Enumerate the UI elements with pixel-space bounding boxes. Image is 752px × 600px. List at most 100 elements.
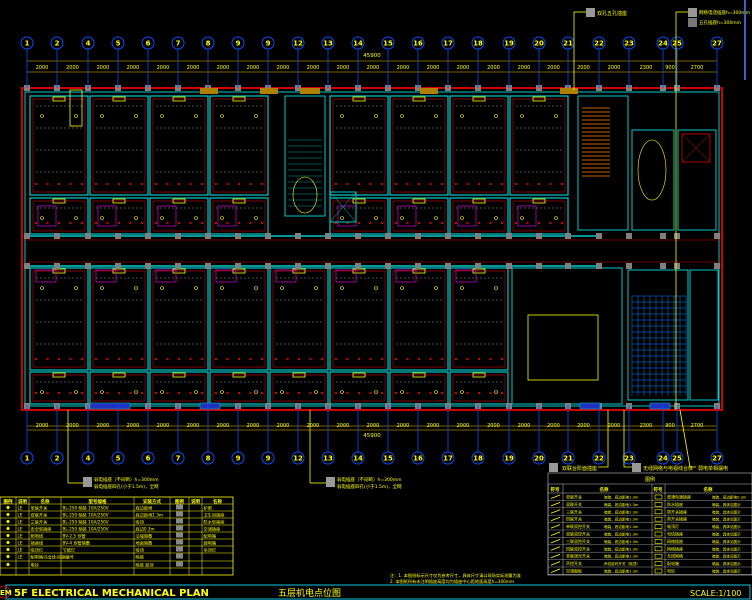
left-table-cell: 空调插座 (204, 526, 221, 533)
socket-mark (155, 358, 157, 360)
left-table-cell: 底边距地1.3m (136, 512, 164, 519)
right-table-desc: 暗装，底边距地0.3m (712, 495, 747, 500)
socket-mark (441, 358, 443, 360)
light-fixture (74, 390, 78, 394)
room-outline (212, 270, 266, 368)
axis-label: 2 (55, 40, 60, 48)
left-table-cell: 弱电箱 (204, 540, 217, 547)
right-table-header: 名称 (704, 486, 713, 493)
legend-symbol-icon (6, 513, 10, 516)
light-fixture (374, 286, 378, 290)
structural-column (674, 263, 680, 269)
socket-mark (155, 222, 157, 224)
window (232, 198, 246, 204)
light-fixture (254, 216, 258, 220)
left-table-cell: BL-250 暗装 10A/250V (63, 505, 109, 512)
socket-mark (261, 358, 263, 360)
socket-mark (526, 183, 529, 185)
socket-mark (395, 222, 397, 224)
structural-column (85, 233, 91, 239)
axis-bubble (261, 36, 275, 50)
socket-mark (466, 183, 469, 185)
room-outline (32, 374, 86, 402)
left-table-cell: 防水型插座 (204, 519, 225, 526)
window (472, 198, 486, 204)
stair-symbol (292, 176, 318, 214)
socket-mark (81, 183, 83, 185)
room (389, 95, 449, 196)
room (509, 95, 569, 196)
stair-symbol (637, 139, 667, 201)
structural-column (54, 263, 60, 269)
axis-label: 15 (383, 40, 393, 48)
dimension-label: 2000 (397, 423, 410, 429)
room (269, 267, 329, 371)
structural-column (660, 233, 666, 239)
structural-column (565, 263, 571, 269)
grid-room (627, 269, 689, 401)
axis-label: 5 (116, 40, 121, 48)
bathroom (157, 205, 177, 227)
left-table-cell: 吸顶 (136, 548, 145, 554)
room-outline (32, 200, 86, 232)
window (112, 96, 126, 102)
socket-mark (166, 222, 169, 224)
bathroom (37, 205, 57, 227)
structural-column (145, 263, 151, 269)
axis-label: 4 (86, 40, 91, 48)
left-table-cell: 照明线 (31, 533, 44, 540)
dimension-label: 2000 (397, 65, 410, 71)
callout-top-2b: 五孔插座h=300mm (699, 19, 741, 26)
light-fixture (520, 114, 524, 118)
axis-label: 9 (236, 455, 241, 463)
light-fixture (160, 216, 164, 220)
socket-mark (201, 183, 203, 185)
structural-column (85, 263, 91, 269)
socket-mark (489, 183, 492, 185)
window (112, 372, 126, 378)
axis-label: 20 (534, 40, 544, 48)
structural-column (475, 263, 481, 269)
window (412, 96, 426, 102)
light-fixture (554, 114, 558, 118)
socket-mark (381, 183, 383, 185)
room-outline (272, 374, 326, 402)
room-outline (452, 200, 506, 232)
socket-mark (381, 358, 383, 360)
socket-symbol-icon (654, 539, 663, 544)
callout-top-2a: 网络电话插座h=300mm (699, 9, 750, 16)
structural-column (295, 233, 301, 239)
socket-symbol-icon (654, 568, 663, 574)
window (352, 372, 366, 378)
dimension-label: 2000 (487, 65, 500, 71)
switch-symbol-icon (550, 509, 561, 514)
light-fixture (40, 390, 44, 394)
axis-label: 4 (86, 455, 91, 463)
structural-column (536, 233, 542, 239)
socket-mark (106, 222, 109, 224)
left-table-cell: 地面暗敷 (136, 540, 154, 547)
dimension-label: 2000 (36, 423, 49, 429)
light-fixture (340, 216, 344, 220)
structural-column (506, 233, 512, 239)
dimension-label: 2300 (640, 423, 653, 429)
light-fixture (74, 286, 78, 290)
right-table-name: 网络插座 (667, 538, 683, 544)
light-fixture (460, 114, 464, 118)
right-table-desc: 暗装，底边距地1.3m (604, 569, 639, 574)
light-fixture (494, 114, 498, 118)
total-dimension: 45900 (363, 53, 381, 59)
callout-bottom-4: 无线网络与电视线合体 (643, 465, 693, 472)
bathroom (155, 269, 177, 283)
socket-mark (515, 183, 517, 185)
room-outline (32, 98, 86, 193)
socket-mark (429, 222, 432, 224)
weak-socket-icon (83, 477, 92, 487)
left-table-header: 说明 (18, 498, 27, 505)
room (149, 267, 209, 371)
structural-column (115, 263, 121, 269)
callout-bottom-1a: 弱电插座（不间断）h=300mm (94, 476, 158, 483)
right-table-name: 双联双控开关 (566, 531, 590, 537)
socket-mark (406, 222, 409, 224)
dimension-label: 2000 (127, 423, 140, 429)
